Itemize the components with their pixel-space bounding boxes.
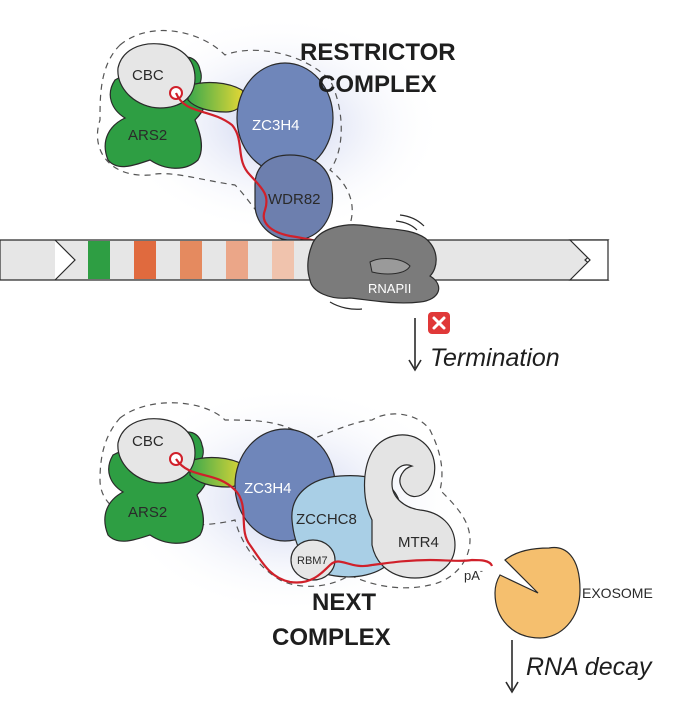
gene-bar — [0, 239, 610, 281]
gene-arrow-head — [568, 239, 609, 281]
restrictor-title-2: COMPLEX — [318, 71, 437, 98]
exosome-label: EXOSOME — [582, 585, 653, 601]
gene-start-chevron — [54, 239, 76, 281]
decay-arrowhead — [505, 681, 519, 694]
exosome-pacman — [494, 546, 581, 639]
motion-mark-bottom — [329, 301, 363, 310]
wdr82-label: WDR82 — [268, 191, 321, 208]
restrictor-title-1: RESTRICTOR — [300, 39, 456, 66]
zc3h4-label-bottom: ZC3H4 — [244, 480, 292, 497]
gene-stripe — [226, 241, 248, 279]
next-complex: ARS2 CBC ZC3H4 ZCCHC8 MTR4 RBM7 pA- NEXT… — [99, 385, 494, 651]
ars2-label: ARS2 — [128, 127, 167, 144]
termination-label: Termination — [430, 344, 560, 372]
gene-stripes — [88, 241, 294, 279]
cbc-protein-bottom — [117, 418, 196, 484]
decay-step: RNA decay — [505, 640, 653, 694]
next-title-1: NEXT — [312, 589, 376, 616]
termination-step: Termination — [408, 312, 560, 372]
next-title-2: COMPLEX — [272, 624, 391, 651]
mtr4-protein — [363, 434, 456, 579]
cbc-label: CBC — [132, 67, 164, 84]
motion-mark-top-2 — [395, 220, 418, 231]
gene-stripe — [88, 241, 110, 279]
termination-arrowhead — [408, 359, 422, 372]
rbm7-label: RBM7 — [297, 555, 328, 567]
polya-label: pA- — [464, 566, 483, 583]
zcchc8-label: ZCCHC8 — [296, 511, 357, 528]
rna-strand-bottom — [175, 458, 494, 584]
decay-label: RNA decay — [526, 653, 653, 681]
polya-superscript: - — [480, 566, 483, 576]
polya-text: pA — [464, 568, 480, 583]
gene-stripe — [134, 241, 156, 279]
gene-stripe — [272, 241, 294, 279]
rnapii-label: RNAPII — [368, 281, 411, 296]
restrictor-complex: ARS2 CBC ZC3H4 WDR82 RESTRICTOR COMPLEX — [96, 15, 456, 285]
cbc-label-bottom: CBC — [132, 433, 164, 450]
block-icon-x — [432, 316, 446, 330]
motion-mark-top — [399, 214, 425, 227]
rnapii-complex: RNAPII — [307, 214, 440, 310]
rnapii-groove — [369, 258, 411, 275]
zc3h4-label: ZC3H4 — [252, 117, 300, 134]
ars2-label-bottom: ARS2 — [128, 504, 167, 521]
mtr4-label: MTR4 — [398, 534, 439, 551]
restrictor-outline — [96, 29, 353, 244]
wdr82-protein — [254, 154, 334, 242]
gene-stripe — [180, 241, 202, 279]
exosome: EXOSOME — [494, 546, 653, 639]
